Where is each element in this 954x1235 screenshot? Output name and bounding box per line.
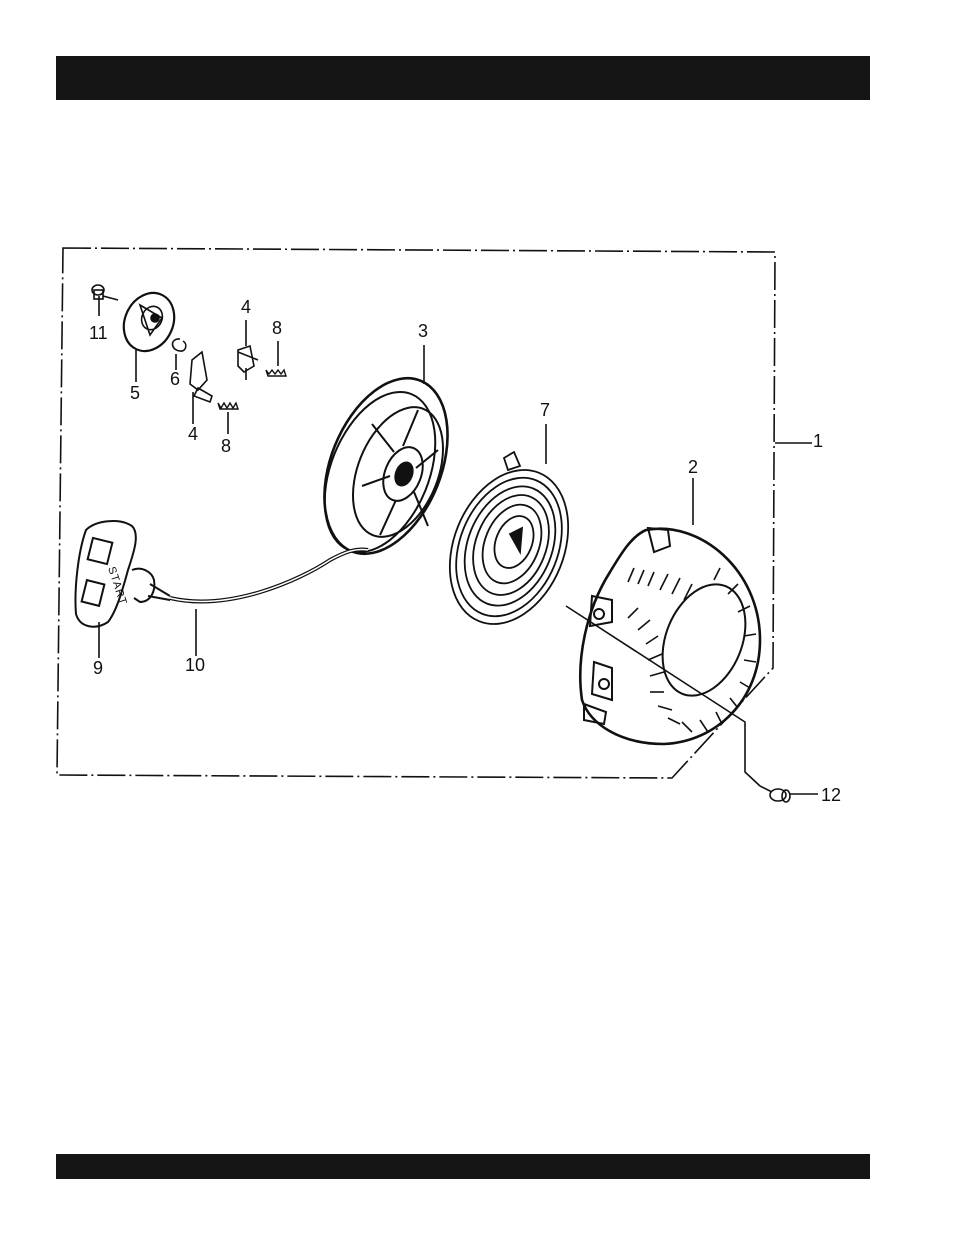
starter-case-2 [580, 528, 761, 744]
callout-10: 10 [185, 656, 205, 674]
rope-10 [170, 549, 368, 601]
callout-7: 7 [540, 401, 550, 419]
callout-4a: 4 [241, 298, 251, 316]
flange-bolt-12 [760, 786, 790, 802]
callout-2: 2 [688, 458, 698, 476]
reel-spoke [403, 410, 418, 446]
reel-spoke [380, 500, 396, 535]
reel-spoke [362, 476, 390, 486]
callout-1: 1 [813, 432, 823, 450]
callout-6: 6 [170, 370, 180, 388]
handle-start-text: START [105, 565, 129, 607]
callout-8a: 8 [272, 319, 282, 337]
reel-3 [301, 360, 472, 572]
assembly-boundary [57, 248, 775, 778]
clip-6 [173, 339, 186, 351]
reel-spoke [372, 424, 394, 452]
callout-8b: 8 [221, 437, 231, 455]
recoil-spring-7 [428, 452, 590, 642]
footer-bar [56, 1154, 870, 1179]
pawl-4a [238, 346, 258, 380]
start-handle-9 [75, 521, 170, 627]
spring-8a [266, 370, 286, 376]
leader-12-a [566, 606, 760, 786]
spring-8b [218, 403, 238, 409]
callout-9: 9 [93, 659, 103, 677]
bolt-11 [92, 285, 118, 300]
callout-4b: 4 [188, 425, 198, 443]
callout-11: 11 [89, 324, 108, 342]
callout-12: 12 [821, 786, 841, 804]
callout-5: 5 [130, 384, 140, 402]
callout-3: 3 [418, 322, 428, 340]
